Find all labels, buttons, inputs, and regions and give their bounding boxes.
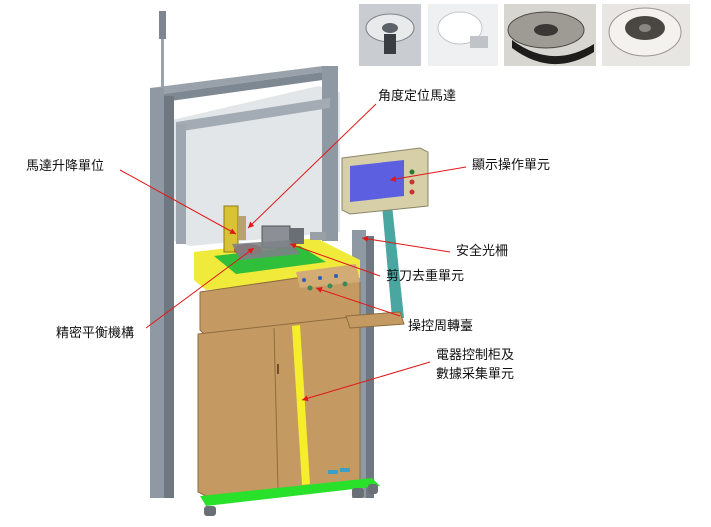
left-post [150,88,164,498]
arrow-motor-lift [119,169,237,235]
impeller-photo-4 [602,4,690,66]
operation-tray [345,311,405,329]
label-angle-motor: 角度定位馬達 [378,89,457,104]
display-screen [350,160,404,202]
label-shear-unit: 剪刀去重單元 [386,269,465,284]
impeller-photo-2 [428,4,498,66]
label-motor-lift: 馬達升降單位 [26,159,105,174]
callout-arrows [119,103,467,402]
lift-rod-handle [159,11,166,39]
label-light-curtain: 安全光柵 [456,244,509,259]
label-precision-balance: 精密平衡機構 [56,326,135,341]
cabinet-yellow-stripe [292,325,310,485]
arrow-cabinet [301,361,431,402]
impeller-photo-3 [504,4,596,66]
arrow-light-curtain [361,235,451,253]
label-control-panel: 操控周轉臺 [408,319,474,334]
label-cabinet-line1: 電器控制柜及 [436,348,515,363]
green-base [200,478,380,506]
arrow-balance [145,247,255,329]
arrow-display [389,166,467,182]
caster-left [204,506,216,516]
arrow-control-panel [315,287,401,317]
arrow-shear [289,243,381,277]
cross-bar [176,98,330,132]
lift-rod [161,39,164,114]
label-display-unit: 顯示操作單元 [472,158,551,173]
arrow-angle-motor [247,103,377,229]
caster-right [352,488,364,498]
label-cabinet-line2: 數據采集單元 [436,367,515,382]
impeller-photo-1 [359,4,421,66]
right-rear-post [322,66,338,241]
electrical-cabinet [197,315,361,497]
display-arm [382,205,404,318]
top-frame [150,66,337,94]
